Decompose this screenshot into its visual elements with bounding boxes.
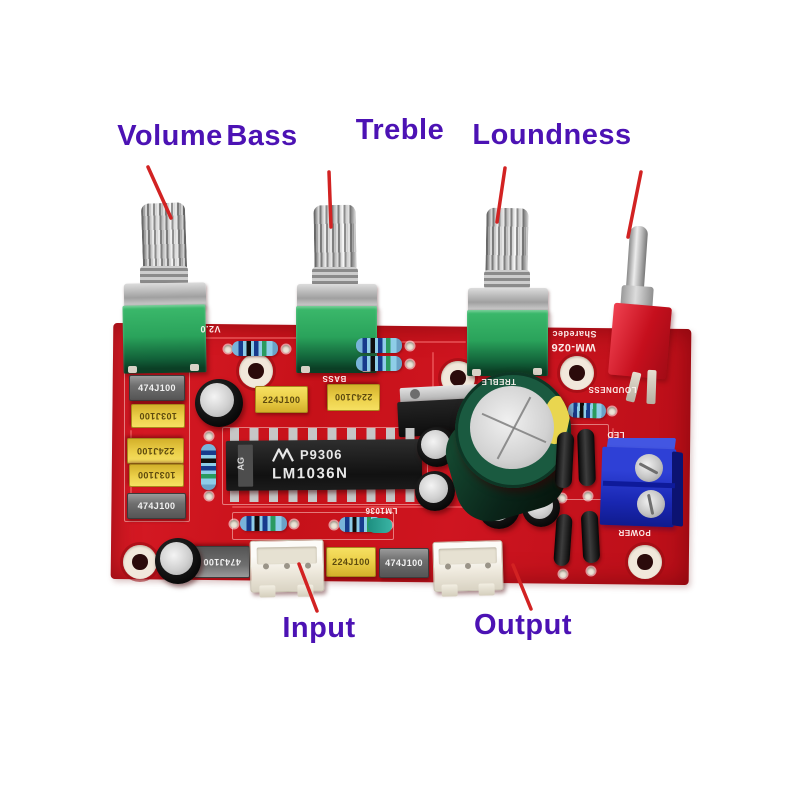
output-label: Output	[473, 609, 573, 641]
loudness-label: Loundness	[472, 119, 632, 151]
volume-arrow	[146, 165, 173, 220]
solder-pad	[584, 492, 592, 500]
film-capacitor-474: 474J100	[129, 375, 185, 401]
solder-pad	[205, 492, 213, 500]
electrolytic-capacitor	[195, 379, 243, 427]
solder-pad	[406, 342, 414, 350]
terminal-screw	[637, 490, 665, 518]
treble-label: Treble	[355, 114, 445, 146]
film-capacitor-474: 474J100	[127, 493, 186, 519]
electrolytic-capacitor	[415, 471, 455, 511]
pot-lug	[128, 366, 137, 373]
bass-arrow	[327, 170, 333, 229]
resistor	[201, 444, 216, 490]
trace-line	[382, 341, 466, 343]
solder-pad	[558, 494, 566, 502]
input-arrow	[297, 562, 319, 613]
pot-bushing	[484, 270, 530, 290]
solder-pad	[224, 345, 232, 353]
output-arrow	[511, 563, 533, 611]
pot-body	[467, 310, 548, 376]
film-capacitor-224: 224J100	[326, 547, 376, 577]
solder-pad	[282, 345, 290, 353]
mounting-hole	[628, 545, 662, 579]
bass-label: Bass	[226, 120, 298, 152]
pot-lug	[533, 368, 542, 375]
solder-pad	[559, 570, 567, 578]
resistor	[356, 338, 402, 353]
electrolytic-capacitor	[155, 538, 201, 584]
national-semiconductor-logo	[271, 448, 294, 462]
capacitor-value: 474J100	[138, 383, 176, 393]
treble-arrow	[495, 166, 507, 224]
ic-body: AG P9306 LM1036N	[225, 439, 423, 491]
input-label: Input	[282, 612, 356, 644]
resistor	[240, 516, 287, 531]
pot-bushing	[312, 267, 358, 287]
solder-pad	[290, 520, 298, 528]
terminal-screw	[635, 454, 663, 482]
mounting-hole	[123, 545, 157, 579]
trace-line	[432, 352, 434, 412]
solder-pad	[406, 360, 414, 368]
ic-pins-top	[230, 428, 420, 442]
capacitor-value: 224J100	[262, 394, 301, 405]
pot-base	[297, 284, 377, 310]
film-capacitor-474: 474J100	[379, 548, 429, 578]
capacitor-value: 474J100	[137, 501, 176, 511]
mounting-hole	[239, 354, 273, 388]
capacitor-value: 224J100	[332, 557, 370, 567]
mounting-hole	[560, 356, 594, 390]
pot-base	[468, 288, 548, 314]
volume-label: Volume	[117, 120, 223, 152]
pot-lug	[190, 364, 199, 371]
transistor-tab-hole	[410, 389, 420, 399]
solder-pad	[205, 432, 213, 440]
inductor	[368, 518, 392, 533]
ic-pins-bottom	[230, 487, 420, 502]
capacitor-top	[455, 372, 571, 488]
pot-lug	[301, 366, 310, 373]
loudness-arrow	[626, 170, 643, 239]
capacitor-value: 474J100	[385, 558, 423, 568]
film-capacitor-224: 224J100	[255, 386, 308, 413]
pot-lug	[472, 369, 481, 376]
solder-pad	[587, 567, 595, 575]
resistor	[232, 341, 278, 356]
solder-pad	[330, 521, 338, 529]
trace-line	[196, 337, 314, 339]
resistor	[356, 356, 402, 371]
trace-line	[232, 506, 478, 508]
pot-bushing	[140, 266, 188, 286]
solder-pad	[608, 407, 616, 415]
solder-pad	[230, 520, 238, 528]
silkscreen-box	[222, 427, 428, 505]
